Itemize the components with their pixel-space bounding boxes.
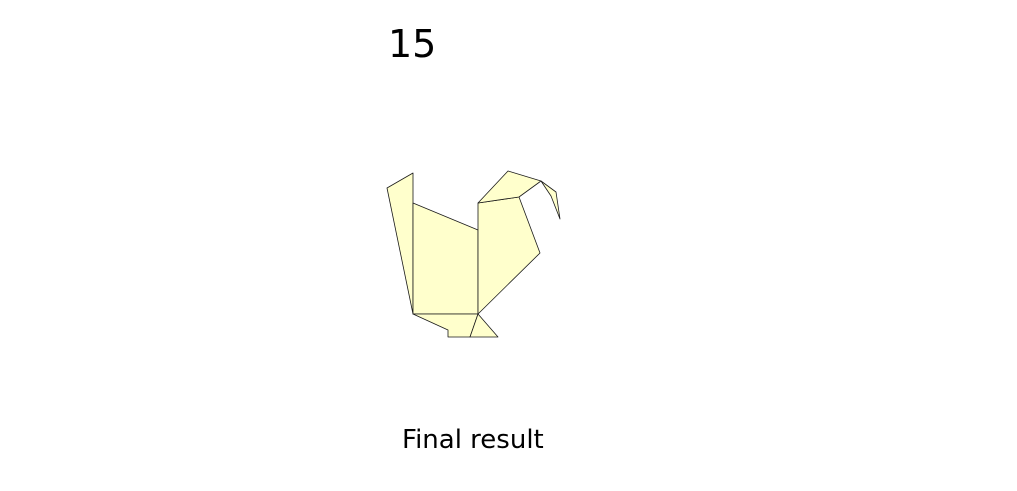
origami-model: [386, 170, 561, 338]
tail-feather: [386, 172, 414, 315]
body-left: [412, 202, 479, 315]
neck: [477, 196, 541, 315]
foot-left: [412, 313, 479, 338]
foot-right: [469, 313, 499, 338]
step-caption: Final result: [402, 425, 544, 455]
beak-wattle: [540, 180, 561, 220]
step-number: 15: [388, 22, 437, 66]
head: [477, 170, 542, 204]
